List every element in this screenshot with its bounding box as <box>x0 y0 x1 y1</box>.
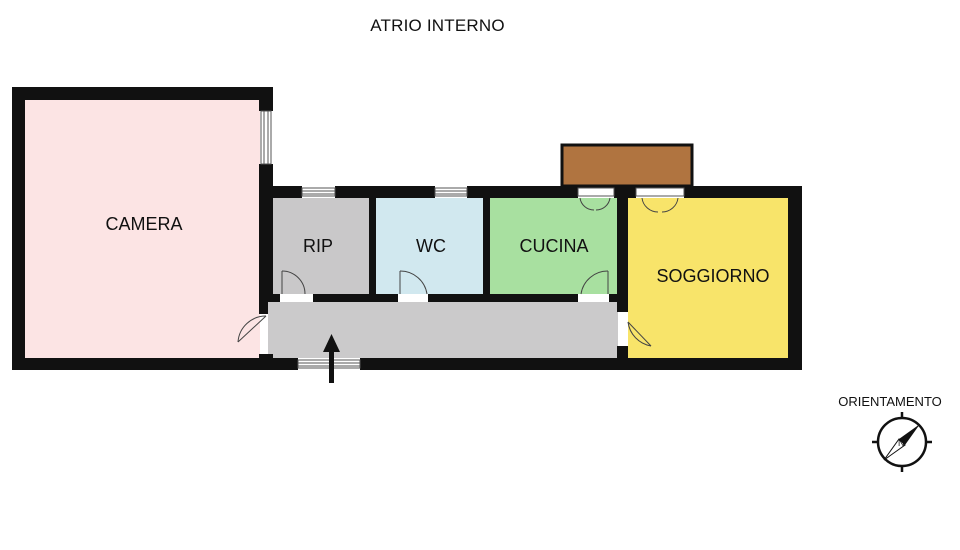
room-corridoio <box>268 302 618 358</box>
door-swing-icon <box>237 197 679 347</box>
room-rip <box>268 198 370 294</box>
walls <box>12 87 802 370</box>
balcony <box>560 143 694 188</box>
arrow-up-icon <box>323 334 340 383</box>
plan-title: ATRIO INTERNO <box>370 16 505 35</box>
soggiorno-label: SOGGIORNO <box>656 266 769 286</box>
compass-icon: N <box>872 412 932 472</box>
cucina-label: CUCINA <box>519 236 588 256</box>
svg-text:N: N <box>898 438 905 448</box>
room-soggiorno <box>628 198 788 358</box>
camera-label: CAMERA <box>105 214 182 234</box>
wc-label: WC <box>416 236 446 256</box>
room-cucina <box>490 198 617 294</box>
compass-label: ORIENTAMENTO <box>838 394 942 409</box>
rip-label: RIP <box>303 236 333 256</box>
room-camera <box>24 100 260 358</box>
room-wc <box>376 198 484 294</box>
